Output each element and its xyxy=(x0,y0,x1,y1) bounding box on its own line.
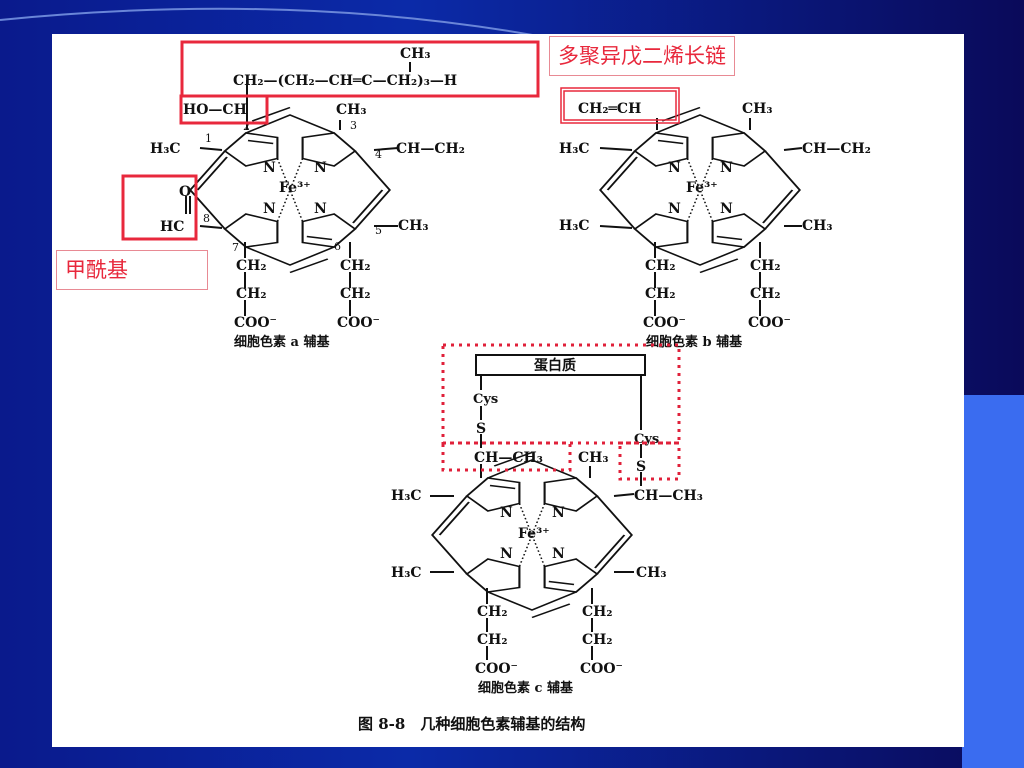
heme-b-structure: CH₂═CH CH₃ CH—CH₂ H₃C H₃C CH₃ N N N N Fe… xyxy=(559,87,871,350)
isoprenoid-chain-box xyxy=(180,40,540,98)
heme-c-n4: N xyxy=(552,546,565,562)
heme-b-ch3-top: CH₃ xyxy=(742,101,773,117)
heme-a-pos6: 6 xyxy=(334,240,341,253)
protein-box xyxy=(475,354,646,376)
heme-a-hc: HC xyxy=(160,219,184,235)
heme-a-ch3-ring: CH₃ xyxy=(336,102,367,118)
heme-b-coo-1: COO⁻ xyxy=(643,315,686,331)
heme-a-hoch: HO—CH xyxy=(183,102,247,118)
heme-a-pos3: 3 xyxy=(350,119,357,132)
heme-b-name: 细胞色素 b 辅基 xyxy=(646,334,743,350)
formyl-box xyxy=(121,174,198,241)
heme-a-chain: CH₂—(CH₂—CH═C—CH₂)₃—H xyxy=(233,73,457,89)
heme-c-ch-ch3-1: CH—CH₃ xyxy=(474,450,543,466)
heme-a-pos2: 2 xyxy=(243,120,250,133)
vinyl-box-outer xyxy=(560,87,680,124)
heme-a-n4: N xyxy=(314,201,327,217)
heme-c-ch2-1: CH₂ xyxy=(477,604,508,620)
heme-a-pos4: 4 xyxy=(375,148,382,161)
hydroxy-box xyxy=(179,94,269,125)
heme-a-pos5: 5 xyxy=(375,224,382,237)
protein-dotted-box xyxy=(441,343,681,445)
heme-a-ch3-right: CH₃ xyxy=(398,218,429,234)
heme-c-ch2-3: CH₂ xyxy=(582,604,613,620)
heme-c-h3c-2: H₃C xyxy=(391,565,422,581)
isoprenoid-chain-label: 多聚异戊二烯长链 xyxy=(549,36,735,76)
heme-c-n2: N xyxy=(552,505,565,521)
formyl-group-label: 甲酰基 xyxy=(56,250,208,290)
heme-c-protein: 蛋白质 xyxy=(534,357,576,374)
heme-b-h3c-2: H₃C xyxy=(559,218,590,234)
heme-a-pos1: 1 xyxy=(205,132,212,145)
heme-c-structure: 蛋白质 Cys S CH—CH₃ CH₃ Cys S CH—CH₃ xyxy=(391,343,703,696)
heme-a-ch2-1: CH₂ xyxy=(236,258,267,274)
heme-c-name: 细胞色素 c 辅基 xyxy=(478,680,574,696)
heme-a-vinyl: CH—CH₂ xyxy=(396,141,465,157)
heme-a-fe: Fe³⁺ xyxy=(279,180,311,196)
figure-caption: 图 8-8 几种细胞色素辅基的结构 xyxy=(358,715,585,733)
heme-c-ch-ch3-2: CH—CH₃ xyxy=(634,488,703,504)
heme-c-cys-2: Cys xyxy=(634,432,659,447)
heme-a-h3c: H₃C xyxy=(150,141,181,157)
heme-b-coo-2: COO⁻ xyxy=(748,315,791,331)
heme-b-ch2-1: CH₂ xyxy=(645,258,676,274)
heme-b-ch2-4: CH₂ xyxy=(750,286,781,302)
heme-c-ch2-4: CH₂ xyxy=(582,632,613,648)
heme-a-name: 细胞色素 a 辅基 xyxy=(234,334,330,350)
heme-c-s-1: S xyxy=(476,421,486,437)
heme-a-n3: N xyxy=(263,201,276,217)
heme-c-ch2-2: CH₂ xyxy=(477,632,508,648)
heme-a-pos8: 8 xyxy=(203,212,210,225)
heme-b-ch2-2: CH₂ xyxy=(645,286,676,302)
heme-a-n2: N xyxy=(314,160,327,176)
heme-c-ch3-right: CH₃ xyxy=(636,565,667,581)
heme-c-n3: N xyxy=(500,546,513,562)
heme-b-ch3-right: CH₃ xyxy=(802,218,833,234)
slide-canvas xyxy=(52,34,964,747)
heme-c-h3c-1: H₃C xyxy=(391,488,422,504)
heme-c-coo-1: COO⁻ xyxy=(475,661,518,677)
heme-a-ch2-2: CH₂ xyxy=(236,286,267,302)
heme-a-ch3-top: CH₃ xyxy=(400,46,431,62)
heme-b-fe: Fe³⁺ xyxy=(686,180,718,196)
heme-a-pos7: 7 xyxy=(232,241,239,254)
heme-a-ch2-4: CH₂ xyxy=(340,286,371,302)
heme-b-vinyl-top: CH₂═CH xyxy=(578,101,641,117)
heme-b-n3: N xyxy=(668,201,681,217)
heme-a-oxygen: O xyxy=(179,184,191,200)
heme-a-structure: CH₃ CH₂—(CH₂—CH═C—CH₂)₃—H HO—CH CH₃ CH—C… xyxy=(121,40,540,350)
heme-c-ch3-top: CH₃ xyxy=(578,450,609,466)
decorative-blue-block xyxy=(962,395,1024,768)
thioether-dotted-box-2 xyxy=(618,441,681,481)
heme-c-n1: N xyxy=(500,505,513,521)
heme-b-n2: N xyxy=(720,160,733,176)
heme-c-cys-1: Cys xyxy=(473,392,498,407)
heme-b-ch2-3: CH₂ xyxy=(750,258,781,274)
heme-b-n4: N xyxy=(720,201,733,217)
heme-a-ch2-3: CH₂ xyxy=(340,258,371,274)
heme-a-n1: N xyxy=(263,160,276,176)
vinyl-box-inner xyxy=(563,90,677,121)
heme-b-n1: N xyxy=(668,160,681,176)
heme-a-coo-1: COO⁻ xyxy=(234,315,277,331)
heme-c-fe: Fe³⁺ xyxy=(518,526,550,542)
thioether-dotted-box-1 xyxy=(441,441,572,472)
heme-b-vinyl: CH—CH₂ xyxy=(802,141,871,157)
heme-c-s-2: S xyxy=(636,459,646,475)
heme-c-coo-2: COO⁻ xyxy=(580,661,623,677)
heme-a-coo-2: COO⁻ xyxy=(337,315,380,331)
heme-b-h3c-1: H₃C xyxy=(559,141,590,157)
